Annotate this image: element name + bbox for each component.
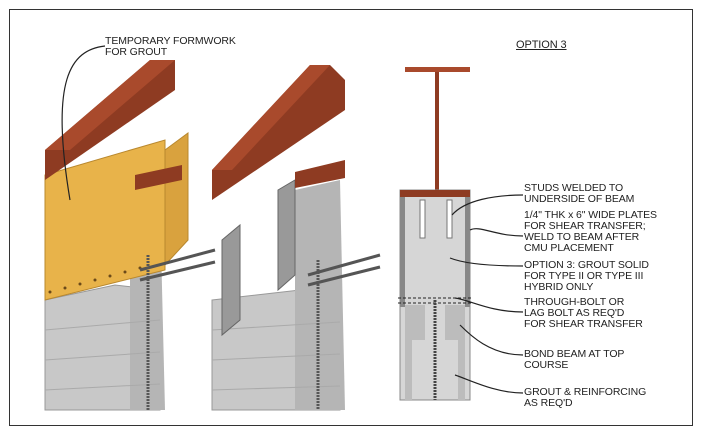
option-title: OPTION 3 xyxy=(516,39,567,51)
label-line: FOR TYPE II OR TYPE III xyxy=(524,270,644,282)
label-line: FOR SHEAR TRANSFER; xyxy=(524,220,646,232)
rebar-left xyxy=(139,248,216,410)
option3-section xyxy=(398,67,472,401)
label-line: THROUGH-BOLT OR xyxy=(524,296,625,308)
label-line: OPTION 3: GROUT SOLID xyxy=(524,259,649,271)
label-line: BOND BEAM AT TOP xyxy=(524,348,625,360)
label-line: TEMPORARY FORMWORK xyxy=(105,35,236,47)
label-line: CMU PLACEMENT xyxy=(524,242,614,254)
label-line: WELD TO BEAM AFTER xyxy=(524,231,640,243)
label-line: UNDERSIDE OF BEAM xyxy=(524,193,635,205)
drawing-border xyxy=(9,9,693,426)
label-line: GROUT & REINFORCING xyxy=(524,386,647,398)
label-line: 1/4" THK x 6" WIDE PLATES xyxy=(524,209,657,221)
label-line: FOR GROUT xyxy=(105,46,168,58)
label-line: COURSE xyxy=(524,359,569,371)
label-line: HYBRID ONLY xyxy=(524,281,594,293)
label-line: STUDS WELDED TO xyxy=(524,182,624,194)
rebar-middle xyxy=(307,253,381,410)
label-line: FOR SHEAR TRANSFER xyxy=(524,318,643,330)
label-line: LAG BOLT AS REQ'D xyxy=(524,307,625,319)
cmu-wall-middle xyxy=(211,179,345,411)
steel-beam-middle xyxy=(212,65,345,200)
steel-beam-left xyxy=(45,60,182,190)
label-line: AS REQ'D xyxy=(524,397,573,409)
leader-lines xyxy=(61,45,524,394)
